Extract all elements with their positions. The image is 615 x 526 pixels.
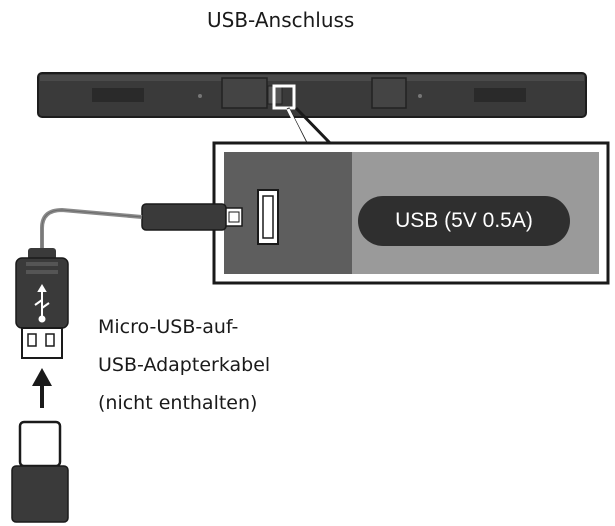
- usb-port-title: USB-Anschluss: [207, 8, 355, 32]
- micro-usb-plug: [141, 203, 243, 231]
- usb-a-plug: [15, 248, 69, 359]
- port-detail-panel: [212, 141, 610, 285]
- arrow-up-icon: [32, 368, 52, 408]
- soundbar: [37, 72, 587, 118]
- cable-label-line-3: (nicht enthalten): [98, 392, 258, 414]
- cable-label-line-1: Micro-USB-auf-: [98, 316, 239, 338]
- cable-label-line-2: USB-Adapterkabel: [98, 354, 271, 376]
- usb-port-badge-label: USB (5V 0.5A): [395, 209, 533, 232]
- usb-icon: [34, 284, 50, 323]
- adapter-cable: [40, 207, 143, 250]
- usb-device-connector: [11, 420, 69, 523]
